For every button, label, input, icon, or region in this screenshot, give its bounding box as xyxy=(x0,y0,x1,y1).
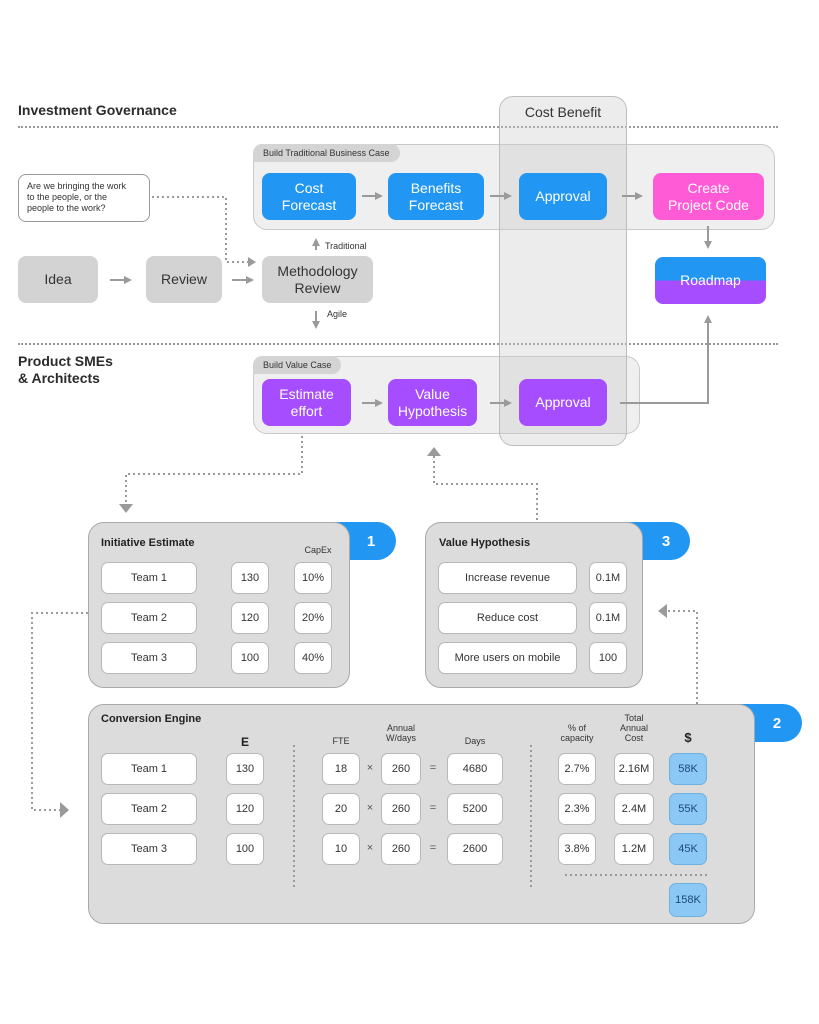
conversion-engine-title: Conversion Engine xyxy=(101,713,202,725)
value-item-cell: Increase revenue xyxy=(438,562,577,594)
estimate-effort-box[interactable]: Estimate effort xyxy=(262,379,351,426)
conversion-dollar-cell: 58K xyxy=(669,753,707,785)
review-box[interactable]: Review xyxy=(146,256,222,303)
initiative-capex-cell: 20% xyxy=(294,602,332,634)
conversion-pct-cell: 2.3% xyxy=(558,793,596,825)
conversion-fte-cell: 10 xyxy=(322,833,360,865)
conversion-cost-cell: 2.4M xyxy=(614,793,654,825)
initiative-team-cell: Team 2 xyxy=(101,602,197,634)
dollar-header: $ xyxy=(684,730,692,745)
fte-header: FTE xyxy=(332,736,350,746)
times-operator: × xyxy=(366,762,374,774)
middle-divider xyxy=(18,343,778,345)
value-hypothesis-title: Value Hypothesis xyxy=(439,537,531,549)
conversion-dollar-cell: 45K xyxy=(669,833,707,865)
value-amount-cell: 0.1M xyxy=(589,602,627,634)
value-item-cell: Reduce cost xyxy=(438,602,577,634)
conversion-fte-cell: 18 xyxy=(322,753,360,785)
conversion-e-cell: 130 xyxy=(226,753,264,785)
conversion-fte-cell: 20 xyxy=(322,793,360,825)
agile-label: Agile xyxy=(327,309,348,319)
conversion-wdays-cell: 260 xyxy=(381,793,421,825)
traditional-panel-tab: Build Traditional Business Case xyxy=(253,144,400,162)
work-location-note: Are we bringing the work to the people, … xyxy=(18,174,150,222)
initiative-team-cell: Team 1 xyxy=(101,562,197,594)
initiative-estimate-cell: 130 xyxy=(231,562,269,594)
value-amount-cell: 0.1M xyxy=(589,562,627,594)
methodology-review-box[interactable]: Methodology Review xyxy=(262,256,373,303)
capex-header: CapEx xyxy=(304,545,332,555)
conversion-e-cell: 100 xyxy=(226,833,264,865)
conversion-pct-cell: 3.8% xyxy=(558,833,596,865)
value-amount-cell: 100 xyxy=(589,642,627,674)
conversion-pct-cell: 2.7% xyxy=(558,753,596,785)
initiative-capex-cell: 10% xyxy=(294,562,332,594)
annual-wdays-header: Annual W/days xyxy=(385,723,416,743)
initiative-capex-cell: 40% xyxy=(294,642,332,674)
conversion-cost-cell: 1.2M xyxy=(614,833,654,865)
conversion-team-cell: Team 3 xyxy=(101,833,197,865)
total-annual-cost-header: Total Annual Cost xyxy=(619,713,649,743)
top-divider xyxy=(18,126,778,128)
conversion-team-cell: Team 2 xyxy=(101,793,197,825)
conversion-days-cell: 2600 xyxy=(447,833,503,865)
conversion-e-cell: 120 xyxy=(226,793,264,825)
value-approval-box[interactable]: Approval xyxy=(519,379,607,426)
pct-capacity-header: % of capacity xyxy=(560,723,594,743)
cost-forecast-box[interactable]: Cost Forecast xyxy=(262,173,356,220)
conversion-days-cell: 5200 xyxy=(447,793,503,825)
create-project-code-box[interactable]: Create Project Code xyxy=(653,173,764,220)
initiative-estimate-cell: 100 xyxy=(231,642,269,674)
times-operator: × xyxy=(366,842,374,854)
conversion-wdays-cell: 260 xyxy=(381,753,421,785)
initiative-estimate-cell: 120 xyxy=(231,602,269,634)
traditional-label: Traditional xyxy=(325,241,367,251)
value-panel-tab: Build Value Case xyxy=(253,356,342,374)
value-item-cell: More users on mobile xyxy=(438,642,577,674)
times-operator: × xyxy=(366,802,374,814)
conversion-cost-cell: 2.16M xyxy=(614,753,654,785)
initiative-estimate-title: Initiative Estimate xyxy=(101,537,195,549)
roadmap-box[interactable]: Roadmap xyxy=(655,257,766,304)
conversion-total-cell: 158K xyxy=(669,883,707,917)
equals-operator: = xyxy=(429,842,437,854)
product-smes-title: Product SMEs & Architects xyxy=(18,353,113,386)
days-header: Days xyxy=(464,736,486,746)
cost-benefit-label: Cost Benefit xyxy=(524,104,602,120)
equals-operator: = xyxy=(429,762,437,774)
conversion-wdays-cell: 260 xyxy=(381,833,421,865)
investment-governance-title: Investment Governance xyxy=(18,102,177,118)
conversion-team-cell: Team 1 xyxy=(101,753,197,785)
value-hypothesis-box[interactable]: Value Hypothesis xyxy=(388,379,477,426)
traditional-approval-box[interactable]: Approval xyxy=(519,173,607,220)
equals-operator: = xyxy=(429,802,437,814)
conversion-days-cell: 4680 xyxy=(447,753,503,785)
initiative-team-cell: Team 3 xyxy=(101,642,197,674)
e-header: E xyxy=(240,735,249,749)
benefits-forecast-box[interactable]: Benefits Forecast xyxy=(388,173,484,220)
conversion-dollar-cell: 55K xyxy=(669,793,707,825)
idea-box[interactable]: Idea xyxy=(18,256,98,303)
